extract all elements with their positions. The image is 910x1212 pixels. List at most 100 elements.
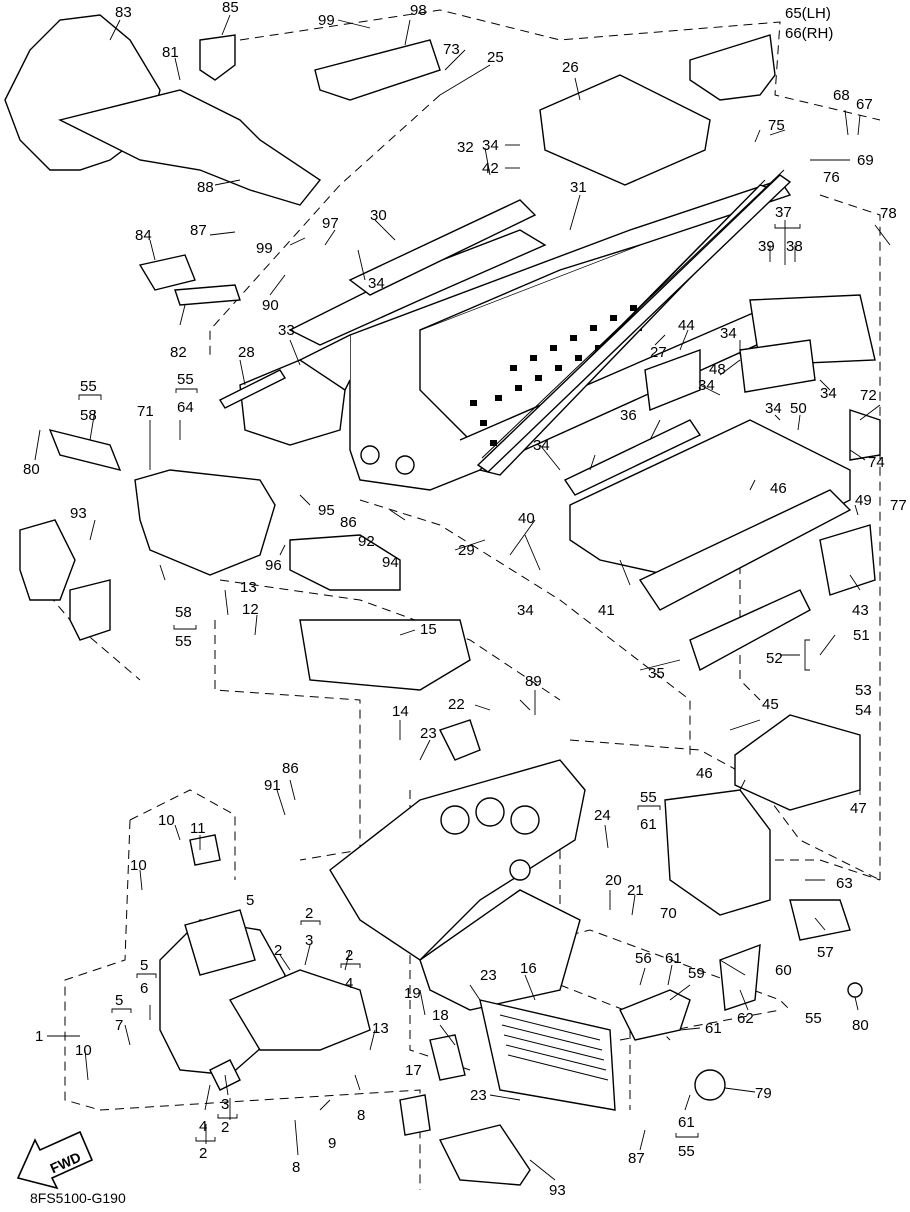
callout-55f: 55 xyxy=(678,1143,695,1160)
callout-52: 52 xyxy=(766,650,783,667)
callout-labels: 99 98 65(LH) 66(RH) 83 85 81 73 25 26 68… xyxy=(23,0,907,1199)
callout-34f: 34 xyxy=(765,400,782,417)
callout-55e: 55 xyxy=(805,1010,822,1027)
callout-5c: 5 xyxy=(115,992,123,1009)
callout-35: 35 xyxy=(648,665,665,682)
callout-19: 19 xyxy=(404,985,421,1002)
callout-34h: 34 xyxy=(517,602,534,619)
rear-lower-parts xyxy=(399,789,863,1186)
callout-58b: 58 xyxy=(175,604,192,621)
callout-56: 56 xyxy=(635,950,652,967)
callout-10c: 10 xyxy=(75,1042,92,1059)
callout-51: 51 xyxy=(853,627,870,644)
callout-23b: 23 xyxy=(480,967,497,984)
callout-31: 31 xyxy=(570,179,587,196)
callout-36: 36 xyxy=(620,407,637,424)
callout-2b: 2 xyxy=(274,942,282,959)
callout-34c: 34 xyxy=(720,325,737,342)
callout-20: 20 xyxy=(605,872,622,889)
top-brackets xyxy=(314,34,776,186)
left-mid-parts xyxy=(19,359,401,641)
front-upper-parts xyxy=(4,14,322,306)
callout-80: 80 xyxy=(23,461,40,478)
callout-10b: 10 xyxy=(130,857,147,874)
callout-21: 21 xyxy=(627,882,644,899)
slide-rail-27 xyxy=(476,169,792,473)
callout-46b: 46 xyxy=(696,765,713,782)
callout-80b: 80 xyxy=(852,1017,869,1034)
callout-4: 4 xyxy=(345,975,353,992)
callout-39: 39 xyxy=(758,238,775,255)
callout-77: 77 xyxy=(890,497,907,514)
callout-63: 63 xyxy=(836,875,853,892)
callout-89: 89 xyxy=(525,673,542,690)
callout-70: 70 xyxy=(660,905,677,922)
callout-25: 25 xyxy=(487,49,504,66)
document-code: 8FS5100-G190 xyxy=(30,1190,126,1206)
callout-61c: 61 xyxy=(705,1020,722,1037)
callout-55b: 55 xyxy=(177,371,194,388)
fwd-arrow-icon: FWD xyxy=(16,1130,94,1190)
callout-69: 69 xyxy=(857,152,874,169)
callout-2c: 2 xyxy=(345,947,353,964)
callout-38: 38 xyxy=(786,238,803,255)
callout-30: 30 xyxy=(370,207,387,224)
callout-7: 7 xyxy=(115,1017,123,1034)
callout-2e: 2 xyxy=(199,1145,207,1162)
callout-23: 23 xyxy=(420,725,437,742)
callout-23c: 23 xyxy=(470,1087,487,1104)
callout-58: 58 xyxy=(80,407,97,424)
callout-79: 79 xyxy=(755,1085,772,1102)
callout-68: 68 xyxy=(833,87,850,104)
callout-22: 22 xyxy=(448,696,465,713)
callout-11: 11 xyxy=(190,820,206,837)
callout-55c: 55 xyxy=(175,633,192,650)
rear-deck xyxy=(563,294,881,811)
callout-82: 82 xyxy=(170,344,187,361)
callout-55d: 55 xyxy=(640,789,657,806)
callout-3b: 3 xyxy=(221,1096,229,1113)
callout-87: 87 xyxy=(190,222,207,239)
callout-28: 28 xyxy=(238,344,255,361)
callout-46: 46 xyxy=(770,480,787,497)
callout-64: 64 xyxy=(177,399,194,416)
callout-85: 85 xyxy=(222,0,239,16)
callout-95: 95 xyxy=(318,502,335,519)
front-bulkhead xyxy=(299,619,616,1111)
callout-57: 57 xyxy=(817,944,834,961)
callout-83: 83 xyxy=(115,4,132,21)
callout-1: 1 xyxy=(35,1028,43,1045)
callout-2: 2 xyxy=(305,905,313,922)
callout-33: 33 xyxy=(278,322,295,339)
callout-74: 74 xyxy=(868,454,885,471)
callout-78: 78 xyxy=(880,205,897,222)
callout-90: 90 xyxy=(262,297,279,314)
callout-61: 61 xyxy=(640,816,657,833)
callout-47: 47 xyxy=(850,800,867,817)
callout-5: 5 xyxy=(246,892,254,909)
callout-18: 18 xyxy=(432,1007,449,1024)
callout-98: 98 xyxy=(410,2,427,19)
callout-59: 59 xyxy=(688,965,705,982)
callout-60: 60 xyxy=(775,962,792,979)
callout-17: 17 xyxy=(405,1062,422,1079)
callout-93b: 93 xyxy=(549,1182,566,1199)
callout-8b: 8 xyxy=(292,1159,300,1176)
callout-61b: 61 xyxy=(665,950,682,967)
callout-93: 93 xyxy=(70,505,87,522)
callout-86: 86 xyxy=(340,514,357,531)
callout-86b: 86 xyxy=(282,760,299,777)
callout-13b: 13 xyxy=(372,1020,389,1037)
callout-48: 48 xyxy=(709,361,726,378)
callout-34d: 34 xyxy=(698,377,715,394)
callout-5b: 5 xyxy=(140,957,148,974)
callout-67: 67 xyxy=(856,96,873,113)
callout-92: 92 xyxy=(358,533,375,550)
callout-87b: 87 xyxy=(628,1150,645,1167)
callout-6: 6 xyxy=(140,980,148,997)
callout-8: 8 xyxy=(357,1107,365,1124)
callout-13: 13 xyxy=(240,579,257,596)
callout-45: 45 xyxy=(762,696,779,713)
callout-27: 27 xyxy=(650,344,667,361)
